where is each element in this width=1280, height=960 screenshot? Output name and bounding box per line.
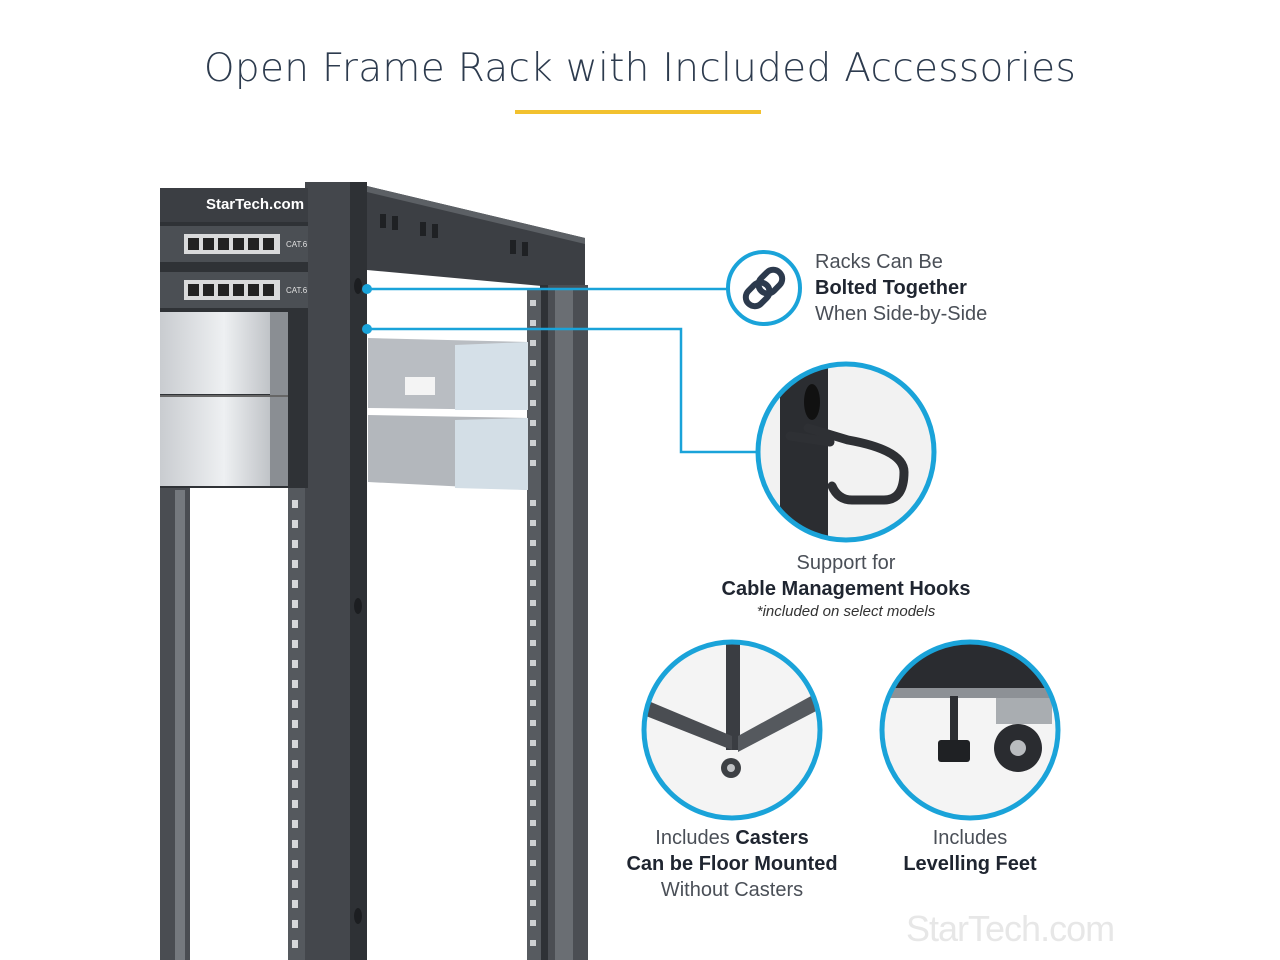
callout-bolted-line1: Racks Can Be	[815, 251, 943, 273]
callout-hooks: Support for Cable Management Hooks *incl…	[686, 550, 1006, 622]
levelling-feet-photo	[879, 639, 1061, 821]
panel-cat-label-2: CAT.6	[286, 286, 308, 295]
callout-casters-prefix: Includes	[655, 827, 736, 849]
callout-feet: Includes Levelling Feet	[870, 825, 1070, 877]
brand-watermark: StarTech.com	[906, 908, 1115, 949]
callout-dot-2	[362, 324, 372, 334]
callout-hooks-line2: Cable Management Hooks	[721, 578, 971, 600]
panel-brand-label: StarTech.com	[206, 196, 304, 213]
panel-cat-label-1: CAT.6	[286, 240, 308, 249]
callout-casters-line2: Can be Floor Mounted	[626, 853, 838, 875]
title-underline	[515, 110, 761, 114]
callout-casters-line3: Without Casters	[660, 879, 804, 901]
callout-bolted-line2: Bolted Together	[815, 277, 967, 299]
callout-hooks-note: *included on select models	[756, 603, 936, 620]
callout-casters-emph: Casters	[735, 827, 809, 849]
callout-dot-1	[362, 284, 372, 294]
link-icon	[726, 250, 802, 326]
callout-lines	[367, 287, 758, 454]
callout-feet-line1: Includes	[932, 827, 1008, 849]
callout-casters: Includes Casters Can be Floor Mounted Wi…	[592, 825, 872, 903]
page-title: Open Frame Rack with Included Accessorie…	[203, 46, 1077, 91]
top-beam	[367, 186, 585, 290]
callout-feet-line2: Levelling Feet	[903, 853, 1037, 875]
cable-hook-photo	[755, 361, 937, 543]
callout-bolted: Racks Can Be Bolted Together When Side-b…	[815, 249, 1075, 327]
callout-hooks-line1: Support for	[796, 552, 896, 574]
casters-photo	[641, 639, 823, 821]
callout-bolted-line3: When Side-by-Side	[815, 303, 988, 325]
